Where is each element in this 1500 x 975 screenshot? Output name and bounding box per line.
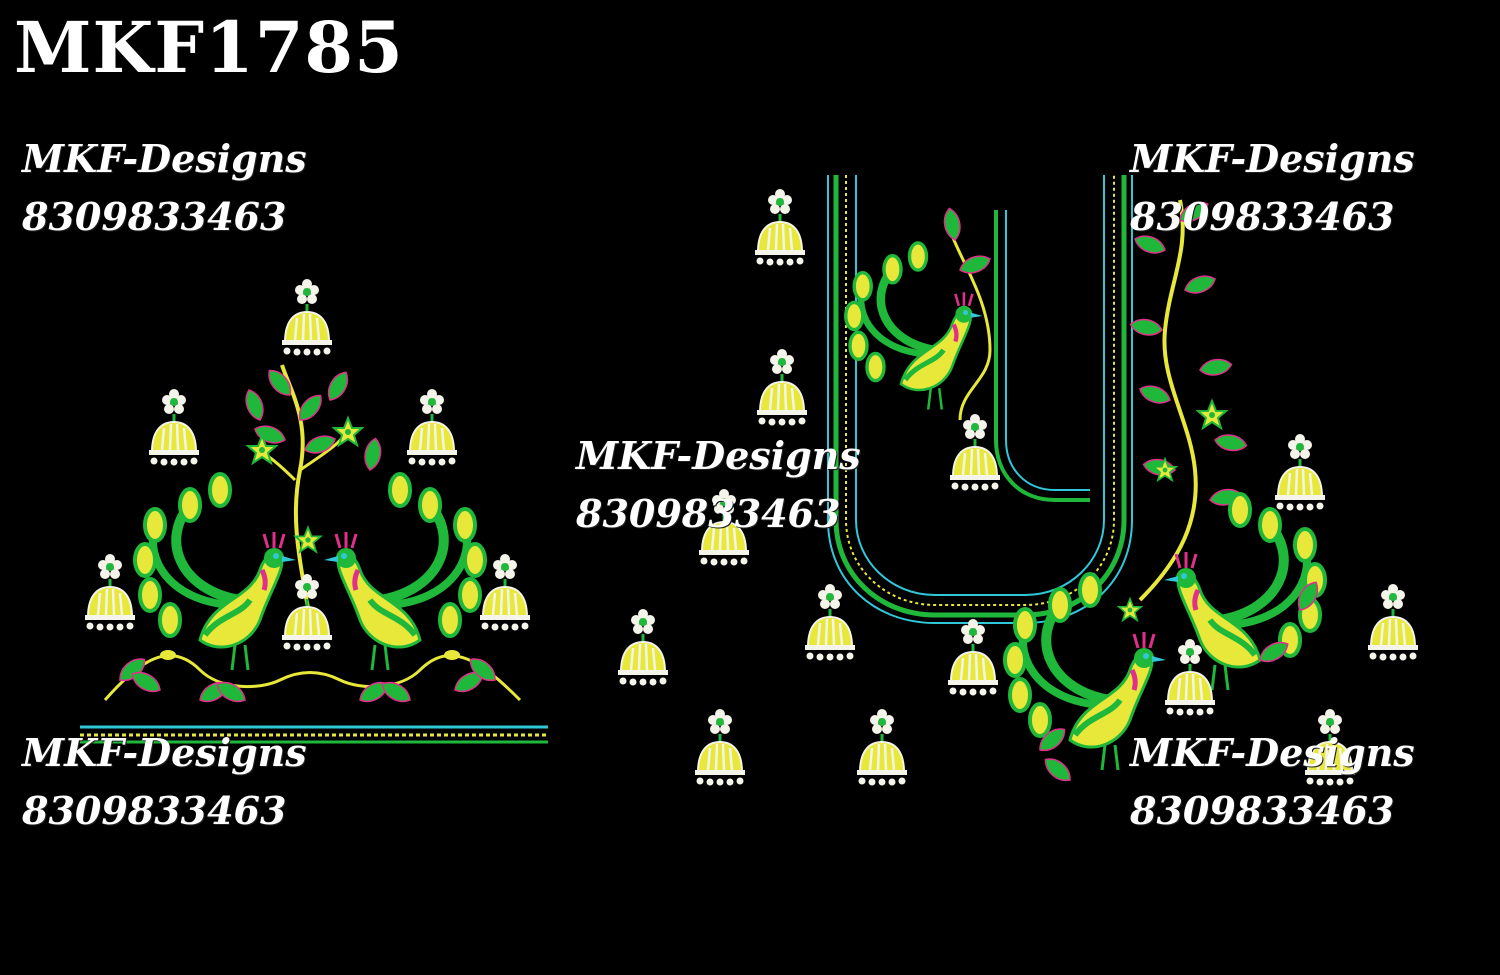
watermark-phone: 8309833463 <box>1130 788 1395 833</box>
left-motif <box>80 277 548 744</box>
watermark-phone: 8309833463 <box>22 194 287 239</box>
watermark-brand: MKF-Designs <box>22 136 307 181</box>
neck-motif <box>616 175 1420 787</box>
watermark-bottom-left: MKF-Designs 8309833463 <box>22 724 307 840</box>
watermark-center: MKF-Designs 8309833463 <box>576 427 861 543</box>
watermark-brand: MKF-Designs <box>1130 730 1415 775</box>
watermark-brand: MKF-Designs <box>576 433 861 478</box>
design-code: MKF1785 <box>14 6 404 89</box>
watermark-phone: 8309833463 <box>22 788 287 833</box>
watermark-brand: MKF-Designs <box>22 730 307 775</box>
watermark-bottom-right: MKF-Designs 8309833463 <box>1130 724 1415 840</box>
watermark-brand: MKF-Designs <box>1130 136 1415 181</box>
watermark-top-left: MKF-Designs 8309833463 <box>22 130 307 246</box>
watermark-phone: 8309833463 <box>576 491 841 536</box>
watermark-top-right: MKF-Designs 8309833463 <box>1130 130 1415 246</box>
watermark-phone: 8309833463 <box>1130 194 1395 239</box>
